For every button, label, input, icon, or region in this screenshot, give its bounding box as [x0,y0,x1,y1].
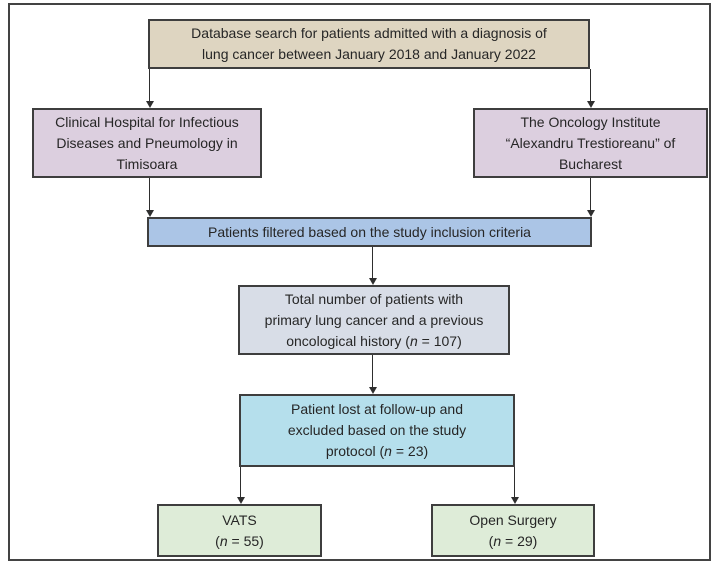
arrow-line [371,355,374,387]
node-text-line: Bucharest [558,155,623,172]
node-text-line: Timisoara [116,155,178,172]
flowchart-frame: Database search for patients admitted wi… [8,3,711,561]
node-text-line: lung cancer between January 2018 and Jan… [202,46,536,62]
arrow-database-to-bucharest [586,69,595,108]
arrow-timisoara-to-filter [145,178,154,217]
arrowhead-down-icon [236,497,245,504]
node-total-patients: Total number of patients with primary lu… [238,285,510,355]
node-text-line: Diseases and Pneumology in [56,134,238,151]
node-text-line: Open Surgery [469,511,557,528]
arrow-line [148,178,151,210]
node-database-search: Database search for patients admitted wi… [148,19,590,69]
arrowhead-down-icon [586,101,595,108]
node-count-line: (n = 29) [488,532,538,549]
arrowhead-down-icon [368,278,377,285]
node-oncology-institute-bucharest: The Oncology Institute “Alexandru Tresti… [473,108,708,178]
arrow-filter-to-total [368,247,377,285]
arrow-line [589,69,592,101]
node-count-line: oncological history (n = 107) [286,332,462,349]
node-inclusion-filter: Patients filtered based on the study inc… [147,217,592,247]
node-text-line: Patients filtered based on the study inc… [208,223,531,240]
node-text-line: excluded based on the study [287,422,467,438]
arrowhead-down-icon [368,387,377,394]
arrow-database-to-timisoara [145,69,154,108]
node-text-line: Patient lost at follow-up and [291,401,463,417]
node-vats-group: VATS (n = 55) [157,504,322,557]
node-count-line: (n = 55) [215,532,264,549]
node-text-line: Database search for patients admitted wi… [191,25,547,41]
node-count-line: protocol (n = 23) [325,443,429,459]
arrowhead-down-icon [586,210,595,217]
arrowhead-down-icon [145,210,154,217]
arrow-line [513,467,516,497]
node-open-surgery-group: Open Surgery (n = 29) [431,504,595,557]
node-text-line: VATS [222,511,257,528]
node-lost-followup: Patient lost at follow-up and excluded b… [239,394,515,467]
arrow-line [371,247,374,278]
node-text-line: Total number of patients with [284,290,464,307]
arrow-line [239,467,242,497]
node-text-line: The Oncology Institute [520,113,661,130]
node-hospital-timisoara: Clinical Hospital for Infectious Disease… [32,108,262,178]
arrow-bucharest-to-filter [586,178,595,217]
arrow-lost-to-open-surgery [510,467,519,504]
arrow-lost-to-vats [236,467,245,504]
node-text-line: “Alexandru Trestioreanu” of [505,134,676,151]
arrow-line [148,69,151,101]
arrow-line [589,178,592,210]
arrowhead-down-icon [510,497,519,504]
arrowhead-down-icon [145,101,154,108]
node-text-line: primary lung cancer and a previous [264,311,484,328]
node-text-line: Clinical Hospital for Infectious [55,113,239,130]
arrow-total-to-lost [368,355,377,394]
